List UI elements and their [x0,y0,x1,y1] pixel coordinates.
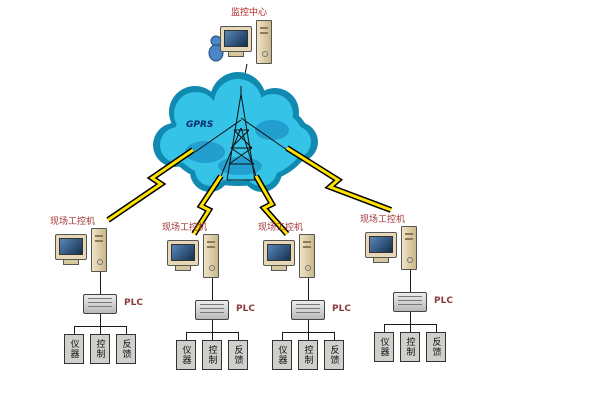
wire [212,320,213,332]
wire [282,332,283,340]
workstation-computer [55,228,115,274]
monitor-stand [373,258,389,263]
device-box-instrument: 仪器 [374,332,394,362]
device-box-control: 控制 [202,340,222,370]
plc-label: PLC [332,304,351,314]
monitor-icon [263,240,295,278]
device-box-feedback: 反馈 [324,340,344,370]
wire [126,326,127,334]
plc-label: PLC [434,296,453,306]
monitor-center-label: 监控中心 [231,8,268,18]
monitor-stand [271,266,287,271]
device-box-control: 控制 [90,334,110,364]
computer-tower-icon [91,228,107,272]
field-station-4: 现场工控机 PLC 仪器 控制 反馈 [360,212,470,364]
workstation-computer [365,226,425,272]
plc-device [83,294,117,314]
wire [308,332,309,340]
field-station-1: 现场工控机 PLC 仪器 控制 反馈 [50,214,160,366]
wire [334,332,335,340]
plc-device [291,300,325,320]
wire [74,326,75,334]
computer-tower-icon [203,234,219,278]
wire [410,270,411,292]
monitor-stand [63,260,79,265]
wire [384,324,385,332]
computer-tower-icon [401,226,417,270]
field-station-2: 现场工控机 PLC 仪器 控制 反馈 [162,220,272,372]
screen [171,244,195,261]
device-box-feedback: 反馈 [426,332,446,362]
lightning-bolt-4 [285,145,393,213]
station-label: 现场工控机 [50,217,96,227]
screen [59,238,83,255]
computer-tower-icon [256,20,272,64]
lightning-bolt-1 [106,147,195,223]
workstation-computer [263,234,323,280]
screen [369,236,393,253]
wire [436,324,437,332]
station-label: 现场工控机 [258,223,304,233]
wire [100,314,101,326]
antenna-tower-icon [226,86,256,181]
gprs-cloud-label: GPRS [186,120,214,130]
monitor-icon [55,234,87,272]
wire [308,320,309,332]
device-box-instrument: 仪器 [272,340,292,370]
field-station-3: 现场工控机 PLC 仪器 控制 反馈 [258,220,368,372]
screen [267,244,291,261]
wire [100,326,101,334]
plc-device [393,292,427,312]
plc-label: PLC [124,298,143,308]
wire [186,332,187,340]
monitor-icon [365,232,397,270]
monitor-stand [175,266,191,271]
screen [224,30,248,47]
monitor-icon [220,26,252,64]
device-box-control: 控制 [298,340,318,370]
wire [410,312,411,324]
center-to-cloud-wire [240,63,248,95]
plc-label: PLC [236,304,255,314]
monitor-center-computer [220,20,280,66]
monitor-stand [228,52,244,57]
wire [212,278,213,300]
plc-device [195,300,229,320]
station-label: 现场工控机 [360,215,406,225]
wire [100,272,101,294]
device-box-feedback: 反馈 [228,340,248,370]
computer-tower-icon [299,234,315,278]
wire [238,332,239,340]
gprs-cloud [153,72,318,192]
device-box-instrument: 仪器 [176,340,196,370]
monitor-icon [167,240,199,278]
wire [410,324,411,332]
device-box-control: 控制 [400,332,420,362]
wire [308,278,309,300]
device-box-instrument: 仪器 [64,334,84,364]
station-label: 现场工控机 [162,223,208,233]
device-box-feedback: 反馈 [116,334,136,364]
wire [212,332,213,340]
workstation-computer [167,234,227,280]
